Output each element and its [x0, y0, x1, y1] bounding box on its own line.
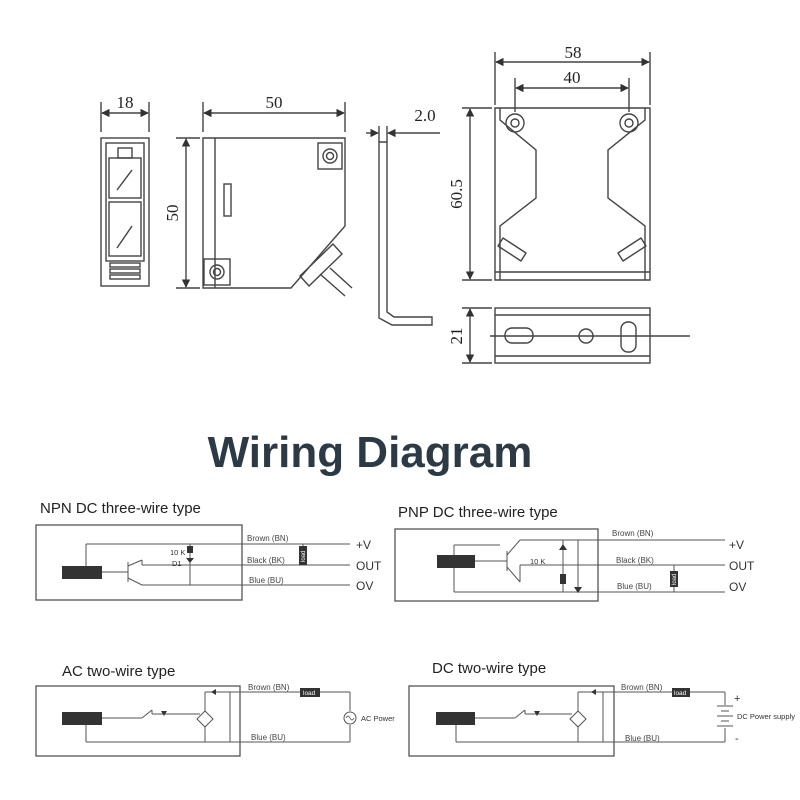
page-title: Wiring Diagram [208, 428, 533, 477]
dc-title: DC two-wire type [432, 660, 546, 677]
bracket-top-view [494, 107, 651, 281]
pnp-resistor [560, 574, 566, 584]
dc-circuit: DC two-wire type load + [408, 660, 795, 757]
npn-load-label: load [301, 551, 307, 562]
dim-label-50-height: 50 [163, 205, 182, 222]
pnp-blue-label: Blue (BU) [617, 582, 652, 591]
dim-bracket-width: 58 [494, 43, 651, 105]
pnp-load-label: load [672, 574, 678, 585]
dim-label-60-5: 60.5 [447, 179, 466, 209]
npn-load [299, 546, 307, 565]
ac-blue-label: Blue (BU) [251, 733, 286, 742]
dim-bracket-height: 60.5 [447, 107, 492, 281]
ac-power-label: AC Power [361, 714, 395, 723]
pnp-brown-label: Brown (BN) [612, 529, 654, 538]
ac-load-label: load [303, 690, 316, 697]
pnp-out: OUT [729, 559, 755, 573]
dim-bracket-thickness: 2.0 [366, 106, 440, 142]
npn-diode [186, 558, 194, 563]
ac-load [300, 688, 320, 697]
dc-sensor-box [408, 685, 615, 757]
pnp-load [670, 571, 678, 587]
pnp-title: PNP DC three-wire type [398, 504, 558, 521]
dim-label-58: 58 [565, 43, 582, 62]
ac-diode [211, 689, 216, 695]
dim-bracket-hole-spacing: 40 [514, 68, 630, 112]
dim-label-21: 21 [447, 328, 466, 345]
dim-label-50-width: 50 [266, 93, 283, 112]
npn-resistor-label: 10 K [170, 548, 185, 557]
npn-out: OUT [356, 559, 382, 573]
npn-black-label: Black (BK) [247, 556, 285, 565]
dim-label-40: 40 [564, 68, 581, 87]
ac-title: AC two-wire type [62, 663, 175, 680]
dc-plus: + [734, 693, 740, 705]
pnp-circuit: PNP DC three-wire type 10 K load Brown (… [394, 504, 755, 602]
ac-thyristor [161, 711, 167, 716]
dim-label-2: 2.0 [414, 106, 435, 125]
dc-blue-label: Blue (BU) [625, 734, 660, 743]
dc-emitter-block [436, 712, 475, 725]
npn-title: NPN DC three-wire type [40, 500, 201, 517]
dc-power-label: DC Power supply [737, 712, 795, 721]
dim-front-width: 18 [100, 93, 150, 132]
npn-zero-v: OV [356, 579, 373, 593]
dc-brown-label: Brown (BN) [621, 683, 663, 692]
npn-sensor-box [35, 524, 243, 601]
dim-bracket-depth: 21 [447, 307, 492, 364]
npn-plus-v: +V [356, 538, 371, 552]
ac-brown-label: Brown (BN) [248, 683, 290, 692]
ac-emitter-block [62, 712, 102, 725]
pnp-diode-top [559, 544, 567, 550]
dim-label-18: 18 [117, 93, 134, 112]
bracket-profile-view [378, 141, 433, 326]
mechanical-drawings: 18 50 50 [100, 43, 690, 364]
pnp-black-label: Black (BK) [616, 556, 654, 565]
pnp-emitter-block [437, 555, 475, 568]
sensor-front-view [100, 137, 150, 287]
npn-brown-label: Brown (BN) [247, 534, 289, 543]
sensor-side-view [202, 137, 353, 297]
dc-minus: - [735, 733, 739, 745]
dc-load-label: load [674, 690, 687, 697]
dc-load [672, 688, 690, 697]
ac-circuit: AC two-wire type load AC Power Brown (BN… [35, 663, 395, 757]
npn-blue-label: Blue (BU) [249, 576, 284, 585]
pnp-plus-v: +V [729, 538, 744, 552]
dc-thyristor [534, 711, 540, 716]
pnp-resistor-label: 10 K [530, 557, 545, 566]
ac-power-symbol [343, 711, 357, 725]
npn-resistor [187, 546, 193, 553]
npn-emitter-block [62, 566, 102, 579]
pnp-diode-bottom [574, 587, 582, 593]
dim-side-height: 50 [163, 137, 200, 289]
npn-circuit: NPN DC three-wire type 10 K D1 load Brow… [35, 500, 382, 601]
bracket-bottom-view [490, 307, 690, 364]
ac-sensor-box [35, 685, 241, 757]
npn-diode-label: D1 [172, 559, 182, 568]
dim-side-width: 50 [202, 93, 346, 132]
pnp-zero-v: OV [729, 580, 746, 594]
dc-diode [591, 689, 596, 695]
